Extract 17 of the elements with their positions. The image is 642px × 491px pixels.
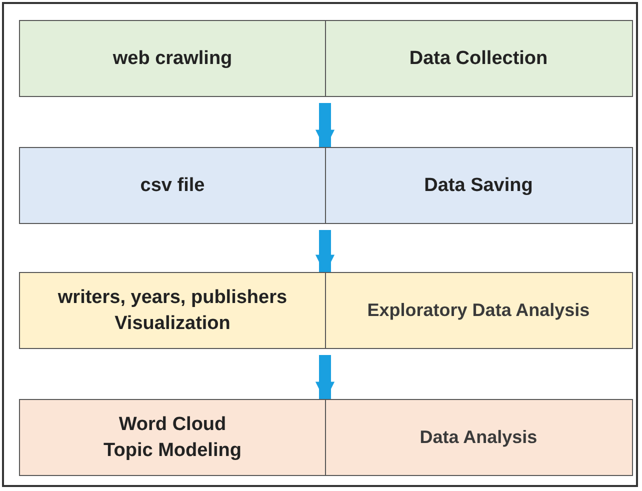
- step-detail-text: Topic Modeling: [104, 438, 242, 462]
- step-detail-text: writers, years, publishers: [58, 286, 288, 310]
- step-detail-text: Visualization: [114, 312, 230, 336]
- process-row-box: [19, 272, 633, 349]
- step-detail-text: csv file: [140, 174, 205, 198]
- down-arrow: [315, 230, 335, 274]
- step-name-text: Data Analysis: [420, 426, 538, 450]
- step-name-text: Exploratory Data Analysis: [367, 299, 590, 322]
- step-name-text: Data Saving: [424, 174, 533, 198]
- down-arrow: [315, 355, 335, 401]
- process-row-box: [19, 399, 633, 476]
- step-detail-text: Word Cloud: [118, 412, 226, 437]
- down-arrow: [315, 103, 335, 149]
- step-name-text: Data Collection: [409, 46, 548, 71]
- process-row-box: [19, 147, 633, 224]
- step-detail-text: web crawling: [112, 46, 232, 71]
- process-row-box: [19, 20, 633, 97]
